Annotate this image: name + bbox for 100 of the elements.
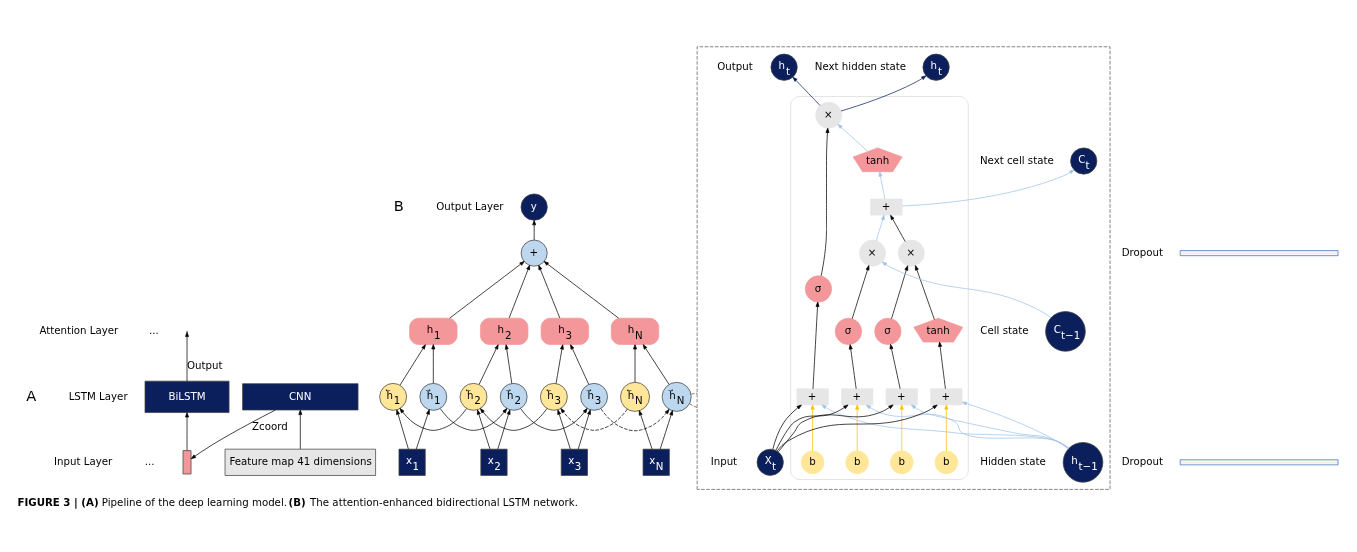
arrow [820, 127, 830, 276]
arrow [396, 409, 409, 449]
node-label: Dropout [1121, 455, 1164, 467]
node-label: Next hidden state [814, 60, 907, 72]
arrow [899, 404, 904, 451]
node-circle: σ [874, 317, 902, 345]
edge-label: Zcoord [252, 420, 288, 432]
node-label: Output [717, 60, 753, 72]
arrow [600, 407, 670, 431]
label: Output Layer [436, 200, 504, 212]
label: Attention Layer [39, 324, 119, 336]
arrow [821, 404, 1070, 449]
node-label: Input [710, 455, 738, 467]
label: Input Layer [54, 455, 113, 467]
node-box: CNN [242, 382, 359, 410]
arrow [777, 404, 894, 452]
node-box: + [841, 387, 874, 405]
arrow [478, 343, 499, 385]
arrow [476, 409, 491, 449]
arrow [431, 343, 436, 384]
edge-label: Output [187, 359, 223, 371]
node-circle: σ [804, 274, 832, 302]
arrow [185, 331, 189, 381]
arrow [508, 264, 531, 318]
arrow [776, 404, 938, 451]
caption: FIGURE 3 | (A) Pipeline of the deep learning model. (B) The attention-enhanced bidirectional LSTM network. [17, 496, 579, 508]
arrow [961, 401, 1069, 449]
arrow [944, 404, 949, 451]
arrow [792, 76, 821, 106]
arrow [810, 404, 815, 451]
arrow [642, 343, 670, 385]
arrow [504, 343, 513, 384]
arrow [298, 409, 303, 449]
arrow [415, 408, 430, 449]
node-bar [1179, 458, 1339, 465]
arrow [915, 264, 935, 320]
node-bar [182, 449, 192, 474]
arrow [570, 343, 590, 385]
arrow [938, 341, 946, 389]
node-label: Hidden state [980, 455, 1046, 467]
node-circle: b [934, 450, 959, 474]
connector [689, 402, 698, 408]
arrow [439, 407, 508, 431]
arrow [480, 407, 548, 431]
node-circle: y [520, 193, 548, 221]
arrow [557, 409, 571, 449]
node-label: Cell state [980, 324, 1029, 336]
arrow [772, 404, 802, 449]
arrow [638, 409, 653, 449]
node-circle: b [800, 450, 825, 474]
arrow [848, 343, 857, 389]
arrow [190, 409, 276, 459]
node-box: + [930, 387, 963, 405]
node-box: BiLSTM [144, 380, 230, 413]
arrow [890, 214, 906, 242]
connector [690, 392, 698, 394]
node-circle: σ [834, 317, 862, 345]
node-box: + [885, 387, 918, 405]
arrow [851, 264, 870, 319]
arrow [891, 264, 909, 319]
node-circle: × [897, 239, 925, 267]
label: B [393, 196, 404, 214]
arrow [449, 260, 525, 318]
arrow [185, 411, 189, 451]
label: ... [149, 324, 159, 336]
arrow [399, 407, 467, 431]
arrow [875, 214, 885, 241]
arrow [812, 301, 820, 389]
label: A [26, 386, 37, 403]
arrow [910, 404, 1070, 449]
arrow [837, 123, 869, 152]
arrow [775, 404, 849, 451]
arrow [881, 261, 1052, 318]
arrow [633, 343, 637, 383]
node-box: + [796, 387, 829, 405]
node-label: Next cell state [979, 154, 1054, 166]
arrow [878, 170, 886, 199]
arrow [840, 74, 927, 111]
arrow [399, 343, 426, 385]
node-box: + [870, 198, 903, 215]
arrow [889, 343, 901, 389]
arrow [577, 409, 591, 449]
arrow [543, 260, 619, 318]
arrow [520, 407, 588, 431]
arrow [555, 343, 564, 384]
arrow [560, 407, 628, 431]
node-circle: b [890, 450, 914, 474]
arrow [497, 409, 511, 449]
arrow [866, 404, 1070, 449]
cluster [696, 45, 1111, 490]
label: ... [144, 455, 155, 467]
node-circle: b [845, 450, 869, 474]
label: LSTM Layer [68, 390, 128, 402]
arrow [659, 409, 673, 449]
node-bar [1179, 249, 1339, 256]
arrow [855, 404, 860, 451]
arrow [532, 219, 537, 240]
node-label: Dropout [1121, 246, 1164, 258]
arrow [901, 169, 1075, 206]
arrow [538, 264, 561, 318]
